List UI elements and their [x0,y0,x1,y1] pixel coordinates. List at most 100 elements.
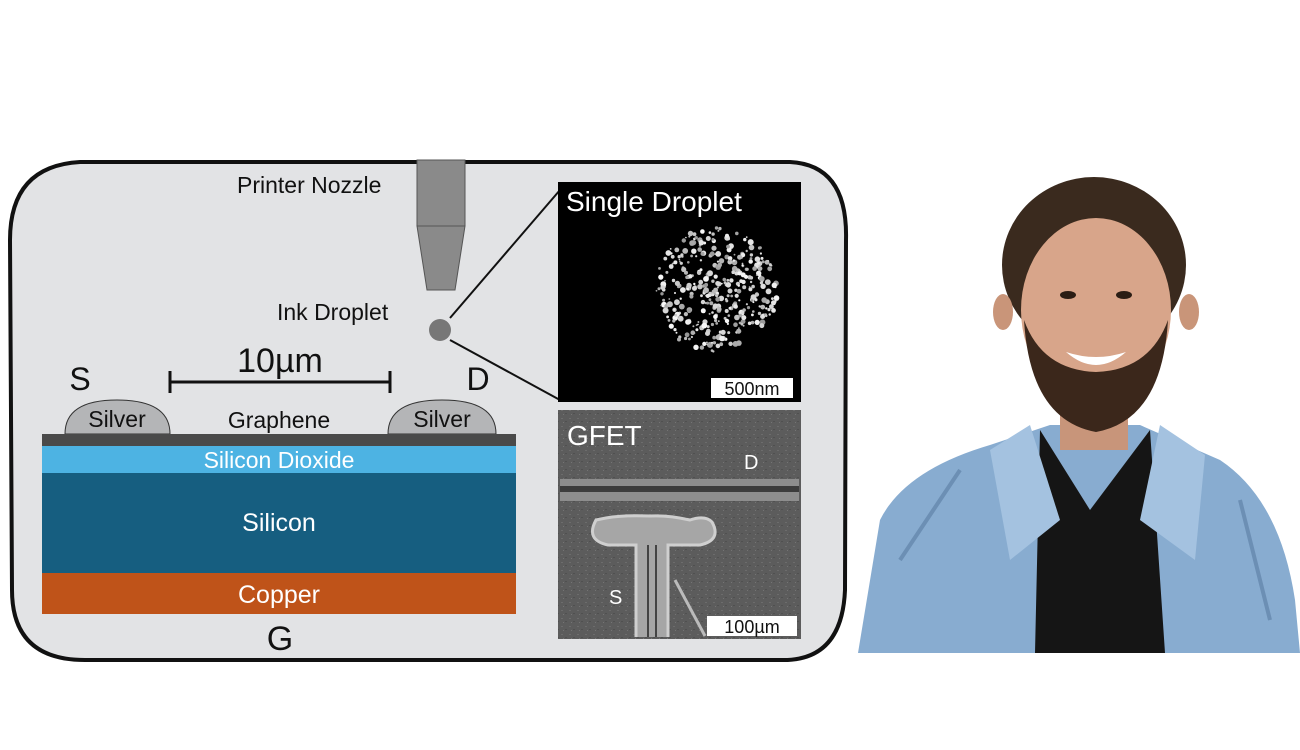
nanoparticle [711,311,714,314]
nanoparticle [683,312,689,317]
nanoparticle [764,279,771,285]
ink-droplet-icon [429,319,451,341]
nanoparticle [715,293,719,298]
nanoparticle [738,313,742,318]
droplet-inset-title: Single Droplet [566,186,742,217]
nanoparticle [718,258,725,264]
nanoparticle [717,306,722,312]
nanoparticle [701,322,708,329]
nanoparticle [731,270,735,275]
nanoparticle [692,285,697,291]
silicon-dioxide-layer [42,446,516,473]
nanoparticle [665,250,672,256]
nanoparticle [747,321,752,326]
nanoparticle [752,310,755,313]
nanoparticle [705,236,711,241]
silver-contact-left [64,399,171,435]
nanoparticle [727,259,733,265]
nanoparticle [707,270,713,277]
nanoparticle [758,305,761,308]
nanoparticle [692,325,695,328]
nanoparticle [718,226,722,231]
nanoparticle [733,253,736,256]
nanoparticle [751,313,754,317]
nanoparticle [711,289,716,294]
nanoparticle [674,280,681,286]
nanoparticle [669,248,672,250]
nanoparticle [687,261,690,264]
nanoparticle [712,350,715,353]
nanoparticle [686,282,692,289]
nanoparticle [748,259,753,264]
nanoparticle [765,288,772,295]
nanoparticle [715,281,720,286]
nanoparticle [750,320,755,325]
nanoparticle [696,270,702,275]
nanoparticle [666,301,673,308]
nanoparticle [769,304,774,309]
face [1021,218,1171,402]
nanoparticle [749,257,753,260]
nanoparticle [737,271,741,276]
silver-left-label: Silver [88,406,146,432]
nanoparticle [667,319,671,322]
droplet-scale-label: 500nm [724,379,779,399]
nanoparticle [759,281,764,285]
nanoparticle [726,322,730,325]
zoom-line-bottom [449,339,561,401]
nanoparticle [743,237,747,242]
silicon-label: Silicon [242,509,316,537]
nanoparticle [690,254,693,258]
nanoparticle [745,249,748,253]
nanoparticle [712,303,718,309]
nanoparticle [691,248,697,254]
nanoparticle [725,282,732,288]
nanoparticle [697,321,700,323]
nanoparticle [749,276,754,280]
nanoparticle [713,314,718,320]
nanoparticle [674,313,678,317]
nanoparticle [733,322,738,328]
nanoparticle [759,323,765,329]
nanoparticle [708,312,711,315]
nanoparticle [677,255,681,259]
source-electrode [591,514,717,637]
nanoparticle [690,335,694,339]
nanoparticle [771,282,777,288]
nanoparticle [740,310,745,315]
nanoparticle [740,272,746,278]
nanoparticle [718,333,721,336]
drain-label: D [466,361,489,397]
nanoparticle [714,318,718,323]
nanoparticle [714,226,719,230]
nanoparticle [700,308,706,314]
nanoparticle [662,298,666,302]
nanoparticle [752,301,755,304]
nanoparticle [764,314,768,318]
nanoparticle [724,318,730,324]
nanoparticle [733,304,738,309]
source-label: S [69,361,90,397]
nanoparticle [673,308,676,311]
nanoparticle [730,294,734,298]
nanoparticle [764,260,769,265]
nanoparticle [684,270,688,275]
nanoparticle [756,261,761,265]
nanoparticle [745,236,748,239]
nanoparticle [682,248,689,254]
nanoparticle [752,266,757,271]
nanoparticle-cluster [655,226,780,353]
nanoparticle [674,299,680,306]
nanoparticle [708,231,712,234]
nanoparticle [668,298,671,300]
nanoparticle [760,283,766,289]
nanoparticle [719,342,724,347]
zoom-line-top [449,189,561,319]
nanoparticle [675,331,678,334]
nanoparticle [710,251,715,256]
nanoparticle [750,299,754,302]
nanoparticle [734,271,739,276]
nanoparticle [720,329,726,335]
nanoparticle [704,282,709,287]
nanoparticle [749,280,753,284]
